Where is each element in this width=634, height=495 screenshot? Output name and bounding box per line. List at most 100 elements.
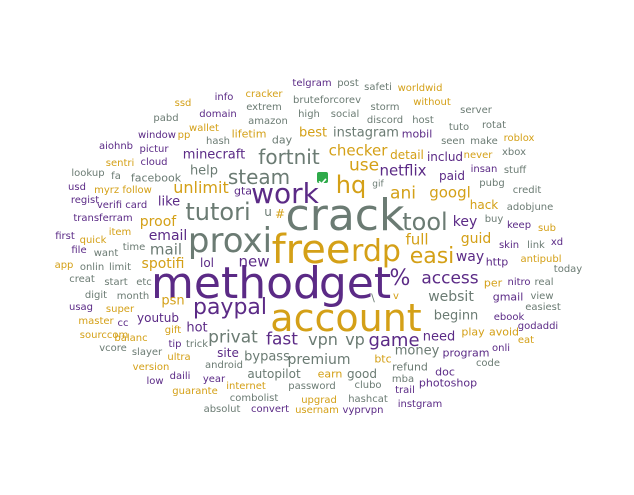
- word-cloud: cloud: [140, 157, 168, 168]
- word-super: super: [105, 304, 135, 315]
- word-gif: gif: [372, 179, 384, 190]
- word-ebook: ebook: [493, 312, 525, 323]
- word-godaddi: godaddi: [517, 321, 559, 332]
- word-fast: fast: [266, 329, 298, 350]
- word-hash-symbol: #: [274, 207, 286, 221]
- word-sentri: sentri: [105, 158, 135, 169]
- word-domain: domain: [199, 109, 237, 120]
- word-pictur: pictur: [139, 144, 169, 155]
- word-password: password: [288, 381, 336, 392]
- word-easi: easi: [409, 244, 455, 269]
- word-site: site: [217, 346, 239, 360]
- word-combolist: combolist: [229, 393, 279, 404]
- word-tool: tool: [402, 208, 448, 236]
- word-limit: limit: [109, 262, 131, 273]
- word-eat: eat: [517, 335, 535, 346]
- word-vpn: vpn: [308, 330, 338, 349]
- word-googl: googl: [429, 183, 471, 202]
- word-year: year: [202, 374, 226, 385]
- word-method: method: [151, 258, 321, 309]
- word-nitro: nitro: [507, 277, 531, 288]
- word-pp: pp: [177, 130, 191, 141]
- word-telgram: telgram: [292, 78, 332, 89]
- word-photoshop: photoshop: [418, 376, 478, 390]
- word-youtub: youtub: [137, 311, 179, 325]
- word-lookup: lookup: [71, 168, 105, 179]
- word-refund: refund: [392, 360, 428, 374]
- word-guarante: guarante: [172, 386, 218, 397]
- word-absolut: absolut: [203, 404, 241, 415]
- word-quick: quick: [79, 235, 107, 246]
- word-ssd: ssd: [174, 98, 192, 109]
- word-guid: guid: [460, 231, 492, 247]
- word-earn: earn: [317, 367, 343, 381]
- word-extrem: extrem: [246, 102, 282, 113]
- word-start: start: [104, 277, 128, 288]
- word-use: use: [348, 155, 380, 176]
- word-tutori: tutori: [185, 198, 251, 226]
- word-key: key: [452, 214, 478, 230]
- word-work: work: [251, 177, 319, 210]
- word-new: new: [238, 252, 270, 271]
- word-digit: digit: [84, 290, 108, 301]
- word-minecraft: minecraft: [182, 147, 246, 163]
- word-vcore: vcore: [99, 343, 127, 354]
- word-trail: trail: [395, 385, 415, 396]
- word-today: today: [553, 264, 583, 275]
- word-http: http: [485, 255, 509, 269]
- word-proof: proof: [139, 214, 177, 230]
- word-window: window: [138, 130, 176, 141]
- word-rotat: rotat: [482, 120, 506, 131]
- word-includ: includ: [426, 150, 464, 164]
- word-high: high: [298, 109, 320, 120]
- word-need: need: [422, 329, 456, 345]
- word-per: per: [483, 276, 503, 290]
- word-server: server: [460, 105, 492, 116]
- word-transferram: transferram: [73, 213, 133, 224]
- word-like: like: [157, 194, 181, 210]
- word-doc: doc: [435, 365, 455, 379]
- word-proxi: proxi: [187, 221, 273, 261]
- word-access: access: [421, 268, 479, 289]
- word-pabd: pabd: [153, 113, 179, 124]
- word-fortnit: fortnit: [258, 145, 320, 169]
- word-best: best: [298, 125, 328, 141]
- word-code: code: [475, 358, 501, 369]
- word-v: v: [393, 291, 399, 302]
- word-trick: trick: [185, 339, 209, 350]
- word-seen: seen: [441, 136, 465, 147]
- word-lifetim: lifetim: [231, 127, 267, 141]
- word-tip: tip: [168, 339, 182, 350]
- word-facebook: facebook: [130, 171, 182, 185]
- word-bruteforcorev: bruteforcorev: [293, 95, 361, 106]
- word-creat: creat: [69, 274, 95, 285]
- word-vyprvpn: vyprvpn: [342, 405, 384, 416]
- word-month: month: [116, 291, 150, 302]
- checkmark-icon: [317, 172, 328, 185]
- word-real: real: [534, 277, 554, 288]
- word-storm: storm: [370, 102, 400, 113]
- word-account: account: [270, 296, 422, 340]
- word-view: view: [530, 291, 554, 302]
- word-onli: onli: [491, 343, 511, 354]
- word-xbox: xbox: [502, 147, 526, 158]
- word-get: get: [318, 258, 392, 309]
- word-full: full: [405, 230, 429, 249]
- word-psn: psn: [161, 293, 185, 309]
- word-spotifi: spotifi: [141, 256, 185, 272]
- word-sub: sub: [538, 223, 556, 234]
- word-roblox: roblox: [503, 133, 535, 144]
- word-sourccom: sourccom: [79, 330, 129, 341]
- word-post: post: [337, 78, 359, 89]
- word-amazon: amazon: [248, 116, 288, 127]
- word-free: free: [271, 227, 351, 273]
- word-premium: premium: [287, 352, 351, 368]
- word-mobil: mobil: [401, 127, 433, 141]
- word-discord: discord: [366, 115, 404, 126]
- word-gta: gta: [233, 184, 253, 198]
- word-instagram: instagram: [333, 125, 399, 141]
- word-item: item: [108, 227, 132, 238]
- word-aiohnb: aiohnb: [98, 141, 134, 152]
- word-time: time: [122, 242, 146, 253]
